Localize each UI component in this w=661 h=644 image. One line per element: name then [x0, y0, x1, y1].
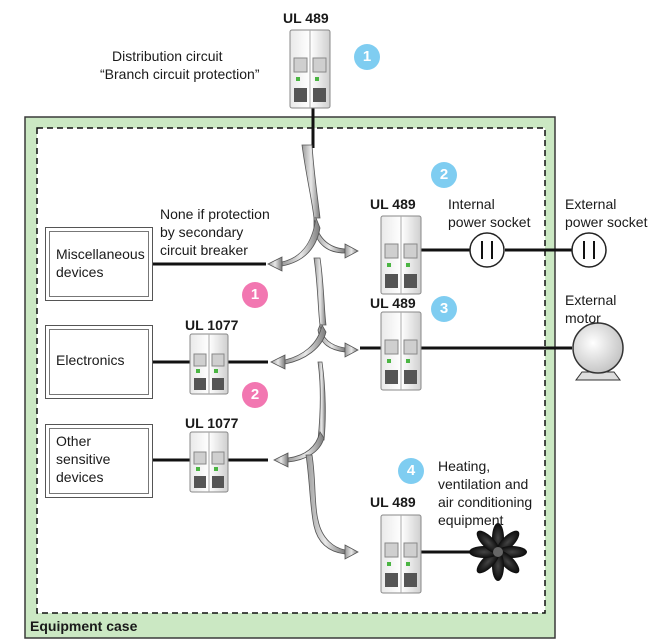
note-line1: None if protection: [160, 206, 270, 222]
internal-socket-line1: Internal: [448, 196, 495, 212]
hvac-line3: air conditioning: [438, 494, 533, 510]
misc-line1: Miscellaneous: [56, 246, 145, 262]
external-socket-icon: [571, 232, 607, 268]
internal-socket-icon: [469, 232, 505, 268]
breaker-b3-label: UL 1077: [185, 317, 239, 333]
equipment-case-label: Equipment case: [30, 618, 138, 634]
distribution-label-1: Distribution circuit: [112, 48, 223, 64]
internal-socket-line2: power socket: [448, 214, 531, 230]
breaker-icon-top: [289, 29, 331, 109]
badge-blue-4: 4: [398, 458, 424, 484]
badge-blue-1: 1: [354, 44, 380, 70]
external-socket-line2: power socket: [565, 214, 648, 230]
breaker-b1-label: UL 489: [370, 196, 416, 212]
sensitive-line2: sensitive: [56, 451, 111, 467]
breaker-icon-b1: [380, 215, 422, 295]
motor-line2: motor: [565, 310, 601, 326]
badge-blue-3: 3: [431, 296, 457, 322]
distribution-label-2: “Branch circuit protection”: [100, 66, 260, 82]
device-box-sensitive: Other sensitive devices: [45, 424, 153, 498]
note-line2: by secondary: [160, 224, 244, 240]
badge-pink-1: 1: [242, 282, 268, 308]
breaker-icon-b2: [380, 311, 422, 391]
flow-arrows: [267, 144, 359, 560]
sensitive-line1: Other: [56, 433, 92, 449]
hvac-line2: ventilation and: [438, 476, 529, 492]
breaker-b4-label: UL 1077: [185, 415, 239, 431]
sensitive-line3: devices: [56, 469, 104, 485]
misc-line2: devices: [56, 264, 104, 280]
note-line3: circuit breaker: [160, 242, 248, 258]
breaker-icon-b3: [189, 333, 229, 395]
badge-blue-2: 2: [431, 162, 457, 188]
external-socket-line1: External: [565, 196, 617, 212]
device-box-misc: Miscellaneous devices: [45, 227, 153, 301]
breaker-icon-b4: [189, 431, 229, 493]
fan-icon: [469, 523, 527, 581]
breaker-b2-label: UL 489: [370, 295, 416, 311]
device-box-electronics: Electronics: [45, 325, 153, 399]
top-breaker-label: UL 489: [283, 10, 329, 26]
breaker-b5-label: UL 489: [370, 494, 416, 510]
hvac-line4: equipment: [438, 512, 504, 528]
motor-icon: [572, 322, 624, 381]
electronics-line1: Electronics: [56, 352, 125, 368]
breaker-icon-b5: [380, 514, 422, 594]
badge-pink-2: 2: [242, 382, 268, 408]
hvac-line1: Heating,: [438, 458, 491, 474]
motor-line1: External: [565, 292, 617, 308]
